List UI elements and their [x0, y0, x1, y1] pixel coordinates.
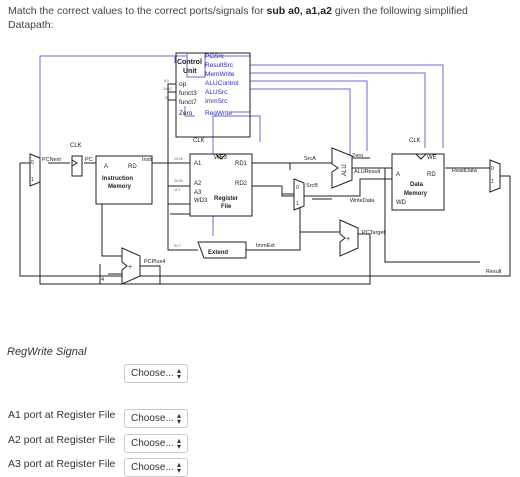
instr-label: Instr [142, 157, 153, 163]
instruction-text: sub a0, a1,a2 [266, 5, 332, 17]
srca-label: SrcA [304, 156, 316, 162]
pcnext-label: PCNext [42, 157, 61, 163]
select-caret-icon: ▴▾ [176, 366, 181, 381]
svg-text:4: 4 [101, 277, 104, 283]
op-label: op [179, 81, 187, 88]
svg-text:Data: Data [410, 182, 424, 188]
pc-register [71, 155, 83, 177]
svg-text:WD: WD [396, 200, 407, 206]
a2-port-select[interactable]: Choose...▴▾ [124, 434, 188, 453]
svg-text:A3: A3 [194, 190, 202, 196]
regwrite-ctrl-label: RegWrite [205, 110, 232, 117]
select-caret-icon: ▴▾ [176, 460, 181, 475]
pctarget-label: PCTarget [362, 230, 385, 236]
svg-text:WE3: WE3 [214, 155, 228, 161]
svg-text:WD3: WD3 [194, 198, 208, 204]
question-text: Match the correct values to the correct … [8, 5, 468, 31]
funct7-label: funct7 [179, 99, 197, 106]
svg-text:19:15: 19:15 [174, 157, 183, 161]
memwrite-label: MemWrite [205, 71, 235, 78]
pc-mux [29, 153, 41, 187]
svg-text:31:7: 31:7 [174, 244, 181, 248]
immext-label: ImmExt [256, 243, 275, 249]
svg-text:RD: RD [427, 172, 436, 178]
instruction-memory [95, 155, 153, 205]
a1-port-label: A1 port at Register File [8, 409, 116, 421]
svg-text:RD1: RD1 [235, 161, 248, 167]
zero-label: Zero [352, 153, 363, 159]
zero-ctrl-label: Zero [179, 110, 193, 117]
writedata-label: WriteData [350, 198, 375, 204]
pc-label: PC [85, 157, 93, 163]
data-memory [391, 153, 445, 211]
clk-label-rf: CLK [193, 138, 205, 144]
svg-text:0: 0 [491, 166, 494, 172]
pcsrc-label: PCSrc [205, 53, 225, 60]
svg-text:Extend: Extend [208, 250, 228, 256]
srcb-mux [293, 178, 305, 211]
control-title: Control [177, 59, 202, 66]
alu [331, 147, 353, 189]
aluresult-label: ALUResult [354, 169, 381, 175]
svg-text:14:12: 14:12 [163, 87, 172, 91]
srcb-label: SrcB [306, 183, 318, 189]
register-file [189, 153, 253, 217]
a1-port-select[interactable]: Choose...▴▾ [124, 409, 188, 428]
svg-text:File: File [221, 204, 232, 210]
clk-label-pc: CLK [70, 143, 82, 149]
svg-text:ALU: ALU [342, 164, 348, 176]
regwrite-signal-label: RegWrite Signal [7, 346, 87, 358]
svg-text:Instruction: Instruction [102, 176, 133, 182]
svg-text:30: 30 [165, 96, 169, 100]
a3-port-select[interactable]: Choose...▴▾ [124, 458, 188, 477]
svg-text:0: 0 [296, 185, 299, 191]
svg-text:1: 1 [296, 201, 299, 207]
svg-text:+: + [346, 236, 350, 243]
datapath-diagram: Control Unit PCSrc ResultSrc MemWrite AL… [19, 52, 511, 285]
result-label: Result [486, 269, 502, 275]
svg-text:WE: WE [427, 155, 437, 161]
immsrc-label: ImmSrc [205, 98, 228, 105]
svg-text:A1: A1 [194, 161, 202, 167]
svg-text:1: 1 [31, 177, 34, 183]
select-caret-icon: ▴▾ [176, 436, 181, 451]
readdata-label: ReadData [452, 168, 478, 174]
svg-text:Memory: Memory [404, 191, 428, 197]
pcplus4-adder [121, 247, 141, 285]
svg-text:A: A [396, 172, 400, 178]
control-subtitle: Unit [183, 68, 197, 75]
svg-text:6:0: 6:0 [164, 79, 169, 83]
svg-text:+: + [128, 264, 132, 271]
regwrite-select[interactable]: Choose...▴▾ [124, 364, 188, 383]
svg-text:Memory: Memory [108, 184, 132, 190]
resultsrc-label: ResultSrc [205, 62, 234, 69]
svg-text:RD: RD [128, 164, 137, 170]
a2-port-label: A2 port at Register File [8, 434, 116, 446]
alucontrol-label: ALUControl [205, 80, 239, 87]
clk-label-dm: CLK [409, 138, 421, 144]
svg-text:A: A [104, 164, 108, 170]
svg-text:11:7: 11:7 [174, 188, 181, 192]
result-mux [489, 159, 501, 193]
select-caret-icon: ▴▾ [176, 411, 181, 426]
pcplus4-label: PCPlus4 [144, 259, 165, 265]
svg-text:A2: A2 [194, 181, 202, 187]
a3-port-label: A3 port at Register File [8, 458, 116, 470]
extend-unit [197, 241, 247, 259]
svg-text:1: 1 [491, 179, 494, 185]
funct3-label: funct3 [179, 90, 197, 97]
svg-text:0: 0 [31, 160, 34, 166]
svg-text:Register: Register [214, 196, 239, 202]
svg-text:RD2: RD2 [235, 181, 248, 187]
alusrc-label: ALUSrc [205, 89, 228, 96]
pctarget-adder [339, 219, 359, 257]
svg-text:24:20: 24:20 [174, 179, 183, 183]
